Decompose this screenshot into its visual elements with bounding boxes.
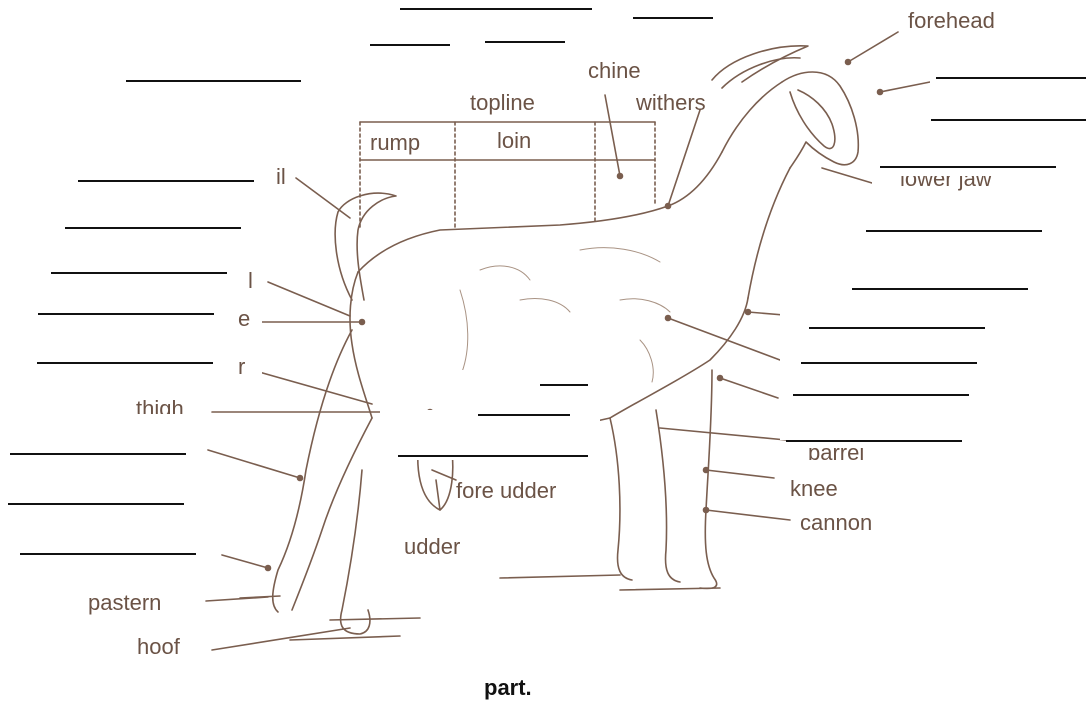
label-lower-jaw-text: lower jaw <box>900 176 992 191</box>
label-mask <box>540 660 720 702</box>
label-rump: rump <box>370 132 420 154</box>
label-cannon: cannon <box>800 512 872 534</box>
ground-2 <box>290 636 400 640</box>
ground <box>240 575 720 620</box>
answer-blank[interactable] <box>370 44 450 46</box>
answer-blank[interactable] <box>540 384 588 386</box>
goat-head <box>782 72 858 168</box>
answer-blank[interactable] <box>936 77 1086 79</box>
goat-neck-front <box>748 168 790 298</box>
answer-blank[interactable] <box>65 227 241 229</box>
label-loin: loin <box>497 130 531 152</box>
label-barrel-text: barrel <box>808 448 864 464</box>
goat-hind-leg <box>273 330 352 612</box>
label-lower-jaw: lower jaw <box>900 176 992 192</box>
answer-blank[interactable] <box>809 327 985 329</box>
shading <box>460 248 670 382</box>
answer-blank[interactable] <box>793 394 969 396</box>
answer-blank[interactable] <box>866 230 1042 232</box>
answer-blank[interactable] <box>37 362 213 364</box>
answer-blank[interactable] <box>852 288 1028 290</box>
label-forehead: forehead <box>908 10 995 32</box>
answer-blank[interactable] <box>398 455 588 457</box>
label-mask <box>0 420 205 580</box>
label-mask <box>628 0 718 30</box>
label-stifle-fragment: r <box>238 356 245 378</box>
label-mask <box>858 205 1058 305</box>
answer-blank[interactable] <box>38 313 214 315</box>
label-fore-udder: fore udder <box>456 480 556 502</box>
goat-front-leg-3 <box>700 370 717 589</box>
goat-back <box>358 152 722 272</box>
label-hip-fragment: l <box>248 270 253 292</box>
label-withers: withers <box>636 92 706 114</box>
goat-hind-leg-2 <box>341 470 370 634</box>
answer-blank[interactable] <box>786 440 962 442</box>
goat-front-leg <box>610 418 632 580</box>
goat-front-leg-2 <box>656 410 680 582</box>
goat-neck-back <box>722 82 782 152</box>
answer-blank[interactable] <box>633 17 713 19</box>
label-pin-fragment: e <box>238 308 250 330</box>
answer-blank[interactable] <box>931 119 1086 121</box>
label-mask <box>118 55 308 95</box>
label-udder: udder <box>404 536 460 558</box>
answer-blank[interactable] <box>801 362 977 364</box>
answer-blank[interactable] <box>880 166 1056 168</box>
label-mask <box>0 160 262 375</box>
answer-blank[interactable] <box>10 453 186 455</box>
answer-blank[interactable] <box>126 80 301 82</box>
label-topline: topline <box>470 92 535 114</box>
answer-blank[interactable] <box>20 553 196 555</box>
label-mask <box>780 300 1000 440</box>
label-barrel: barrel <box>808 448 864 464</box>
topline-box <box>360 95 655 230</box>
caption-text: part. <box>484 675 532 701</box>
label-chine: chine <box>588 60 641 82</box>
answer-blank[interactable] <box>485 41 565 43</box>
answer-blank[interactable] <box>478 414 570 416</box>
goat-ear <box>790 90 835 149</box>
label-tail: il <box>276 166 286 188</box>
goat-tail <box>335 193 396 300</box>
goat-hind-leg-inner <box>292 418 372 610</box>
answer-blank[interactable] <box>8 503 184 505</box>
answer-blank[interactable] <box>400 8 592 10</box>
label-knee: knee <box>790 478 838 500</box>
answer-blank[interactable] <box>51 272 227 274</box>
goat-chest <box>610 298 748 418</box>
label-pastern: pastern <box>88 592 161 614</box>
label-thigh: thigh <box>136 398 184 414</box>
label-mask <box>380 410 600 460</box>
label-hoof: hoof <box>137 636 180 658</box>
answer-blank[interactable] <box>78 180 254 182</box>
goat-rear <box>350 272 372 418</box>
